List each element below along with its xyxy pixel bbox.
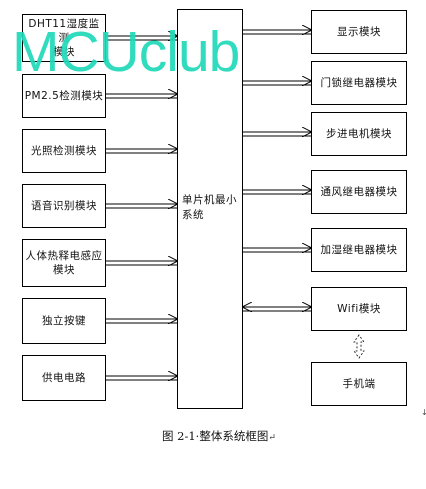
voice-label: 语音识别模块 — [31, 199, 97, 212]
power-circuit-box: 供电电路 — [22, 355, 106, 401]
button-box: 独立按键 — [22, 298, 106, 344]
display-module-box: 显示模块 — [311, 10, 407, 54]
mobile-label: 手机端 — [342, 377, 376, 390]
pm25-label: PM2.5检测模块 — [24, 89, 104, 102]
dht11-label-line-2: 模块 — [53, 46, 75, 59]
mcu-minimum-system-label: 单片机最小 系统 — [182, 193, 240, 223]
pir-label-line-2: 模块 — [53, 264, 75, 276]
mobile-app-box: 手机端 — [311, 362, 407, 406]
light-label: 光照检测模块 — [31, 144, 97, 157]
pm25-module-box: PM2.5检测模块 — [22, 74, 106, 118]
caption-text: 图 2-1·整体系统框图 — [162, 429, 269, 443]
door-lock-label: 门锁继电器模块 — [320, 76, 398, 89]
power-label: 供电电路 — [42, 371, 86, 384]
dht11-humidity-module-box: DHT11湿度监测 模块 — [22, 14, 106, 62]
dht11-label-line-1: DHT11湿度监测 — [28, 17, 100, 44]
ventilation-relay-box: 通风继电器模块 — [311, 170, 407, 214]
humidifier-relay-box: 加湿继电器模块 — [311, 228, 407, 272]
button-label: 独立按键 — [42, 314, 86, 327]
edge-mark: ↓ — [421, 408, 426, 417]
voice-module-box: 语音识别模块 — [22, 184, 106, 228]
humidifier-label: 加湿继电器模块 — [320, 243, 398, 256]
door-lock-relay-box: 门锁继电器模块 — [311, 61, 407, 105]
pir-sensor-module-box: 人体热释电感应 模块 — [22, 239, 106, 287]
ventilation-label: 通风继电器模块 — [320, 185, 398, 198]
mcu-minimum-system-box — [177, 9, 243, 409]
mcu-label-line-2: 系统 — [182, 209, 204, 222]
pir-label-line-1: 人体热释电感应 — [25, 249, 103, 262]
figure-caption: 图 2-1·整体系统框图↵ — [162, 428, 276, 444]
display-label: 显示模块 — [337, 25, 381, 38]
light-module-box: 光照检测模块 — [22, 129, 106, 173]
paragraph-mark: ↵ — [268, 433, 276, 443]
wifi-phone-dashed-link — [353, 334, 365, 359]
stepper-motor-box: 步进电机模块 — [311, 112, 407, 156]
mcu-label-line-1: 单片机最小 — [182, 194, 237, 206]
wifi-module-box: Wifi模块 — [311, 287, 407, 331]
stepper-label: 步进电机模块 — [326, 127, 392, 140]
wifi-label: Wifi模块 — [337, 302, 381, 315]
